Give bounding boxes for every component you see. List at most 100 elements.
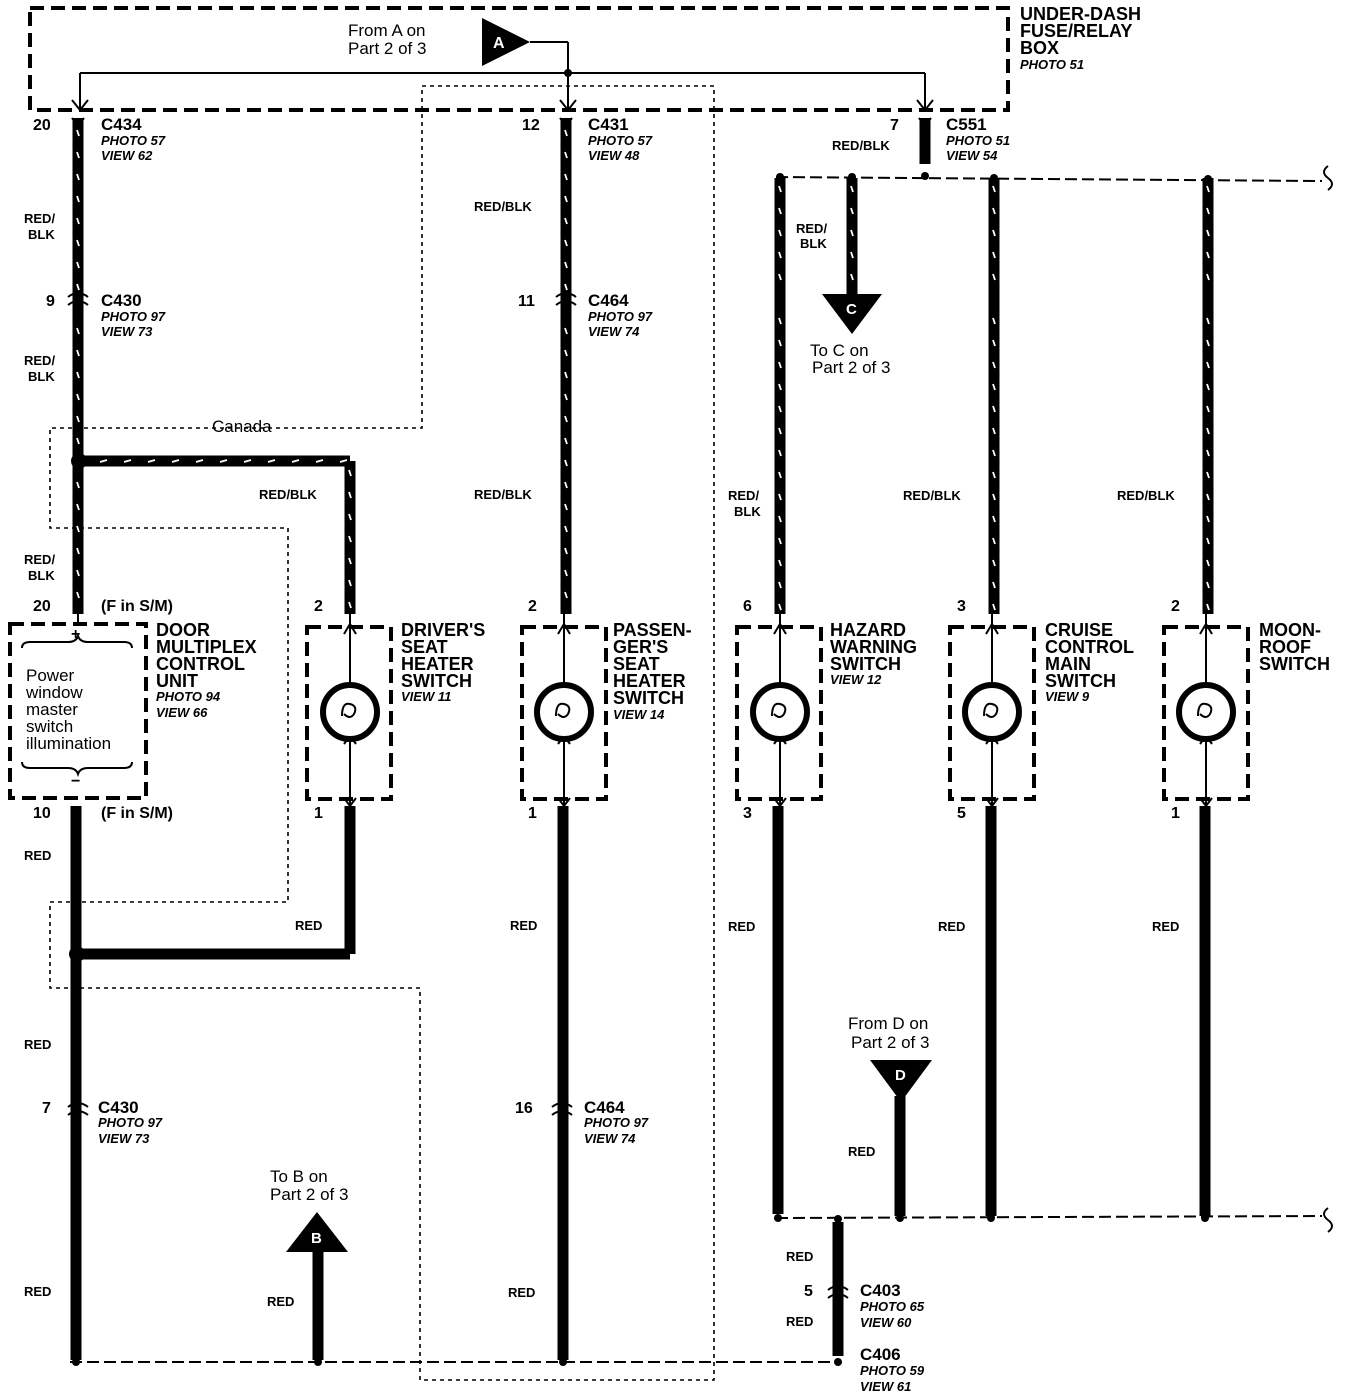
from-a-triangle (482, 18, 530, 66)
wire-stripe (778, 493, 782, 501)
wire-stripe (1206, 273, 1210, 281)
c434-view: VIEW 62 (101, 148, 153, 163)
wire-stripe (778, 581, 782, 589)
c464-bot-photo: PHOTO 97 (584, 1115, 649, 1130)
svg-text:RED: RED (24, 848, 51, 863)
wire-stripe (76, 415, 80, 423)
svg-text:RED: RED (786, 1314, 813, 1329)
wire-stripe (564, 327, 568, 335)
wire-stripe (992, 581, 996, 589)
wire-stripe (339, 459, 348, 463)
wire-stripe (778, 449, 782, 457)
wire-stripe (564, 195, 568, 203)
to-b-letter: B (311, 1230, 322, 1247)
wire-stripe (992, 559, 996, 567)
wire-stripe (778, 383, 782, 391)
wire-stripe (778, 559, 782, 567)
wire-stripe (564, 569, 568, 577)
svg-text:HAZARD: HAZARD (830, 620, 906, 640)
c403-photo: PHOTO 65 (860, 1299, 925, 1314)
door-unit-plus-brace (21, 632, 133, 649)
c431-photo: PHOTO 57 (588, 133, 653, 148)
c430-top-pin: 9 (46, 293, 55, 310)
c464-bot-view: VIEW 74 (584, 1131, 636, 1146)
top-bus (775, 176, 1323, 182)
wire-stripe (850, 229, 854, 237)
wire-stripe (76, 327, 80, 335)
svg-text:2: 2 (1171, 598, 1180, 615)
lower-right-bus (775, 1215, 1323, 1219)
wire-stripe (1206, 603, 1210, 611)
wire-stripe (348, 513, 352, 521)
svg-text:DRIVER'S: DRIVER'S (401, 620, 485, 640)
svg-text:VIEW 12: VIEW 12 (830, 672, 882, 687)
svg-text:VIEW 9: VIEW 9 (1045, 689, 1090, 704)
wire-stripe (564, 393, 568, 401)
driver-switch-title: DRIVER'S SEAT HEATER SWITCH VIEW 11 (401, 620, 485, 704)
to-c-triangle (822, 294, 882, 334)
c430-top-name: C430 (101, 291, 142, 310)
wire-stripe (778, 515, 782, 523)
svg-text:RED/BLK: RED/BLK (903, 488, 961, 503)
svg-text:3: 3 (743, 805, 752, 822)
wire-stripe (564, 503, 568, 511)
wire-stripe (564, 547, 568, 555)
c551-pin: 7 (890, 117, 899, 134)
svg-text:RED/BLK: RED/BLK (259, 487, 317, 502)
wire-stripe (1206, 449, 1210, 457)
svg-text:HEATER: HEATER (613, 671, 686, 691)
wire-stripes (76, 129, 1210, 611)
moonroof-switch-title: MOON- ROOF SWITCH (1259, 620, 1330, 674)
lamp-filament-icon (341, 702, 357, 718)
svg-text:Power: Power (26, 666, 75, 685)
wire-stripe (76, 371, 80, 379)
from-a-label-2: Part 2 of 3 (348, 39, 426, 58)
wire-stripe (348, 557, 352, 565)
wire-stripe (1206, 361, 1210, 369)
wire-stripe (564, 591, 568, 599)
wire-stripe (992, 361, 996, 369)
wire-stripe (778, 537, 782, 545)
svg-text:VIEW 14: VIEW 14 (613, 707, 665, 722)
lamp-bulb-icon (962, 682, 1022, 742)
wire-stripe (1206, 405, 1210, 413)
wire-stripe (76, 393, 80, 401)
door-unit-title: DOOR MULTIPLEX CONTROL UNIT PHOTO 94 VIE… (156, 620, 257, 720)
fuse-box-title-1: UNDER-DASH (1020, 4, 1141, 24)
svg-text:master: master (26, 700, 78, 719)
fuse-splice-dot (564, 69, 572, 77)
wire-stripe (76, 217, 80, 225)
c464-top-view: VIEW 74 (588, 324, 640, 339)
wire-stripe (992, 383, 996, 391)
wire-stripe (992, 339, 996, 347)
svg-text:BLK: BLK (28, 227, 55, 242)
c434-pin: 20 (33, 117, 51, 134)
c406-name: C406 (860, 1345, 901, 1364)
to-c-label-1: To C on (810, 341, 869, 360)
red-blk-wires (72, 118, 1214, 614)
switch-pin-numbers: 2 1 2 1 6 3 3 5 2 1 (314, 598, 1180, 822)
wire-stripe (850, 185, 854, 193)
c464-bot-name: C464 (584, 1098, 625, 1117)
svg-text:SEAT: SEAT (401, 637, 448, 657)
wire-stripe (1206, 383, 1210, 391)
cruise-control-main-switch (948, 614, 1036, 808)
wire-stripe (76, 239, 80, 247)
svg-text:BLK: BLK (28, 568, 55, 583)
wire-stripe (992, 317, 996, 325)
c551-wire-color: RED/BLK (832, 138, 890, 153)
c430-bot-photo: PHOTO 97 (98, 1115, 163, 1130)
svg-text:SWITCH: SWITCH (830, 654, 901, 674)
passenger-switch-title: PASSEN- GER'S SEAT HEATER SWITCH VIEW 14 (613, 620, 692, 722)
svg-text:VIEW 66: VIEW 66 (156, 705, 208, 720)
wire-stripe (992, 537, 996, 545)
wire-stripe (171, 459, 180, 463)
wire-stripe (348, 535, 352, 543)
svg-text:2: 2 (314, 598, 323, 615)
svg-text:5: 5 (957, 805, 966, 822)
svg-text:DOOR: DOOR (156, 620, 210, 640)
wire-stripe (778, 471, 782, 479)
fuse-internal-bus (79, 42, 926, 108)
svg-text:GER'S: GER'S (613, 637, 668, 657)
wire-stripe (778, 273, 782, 281)
